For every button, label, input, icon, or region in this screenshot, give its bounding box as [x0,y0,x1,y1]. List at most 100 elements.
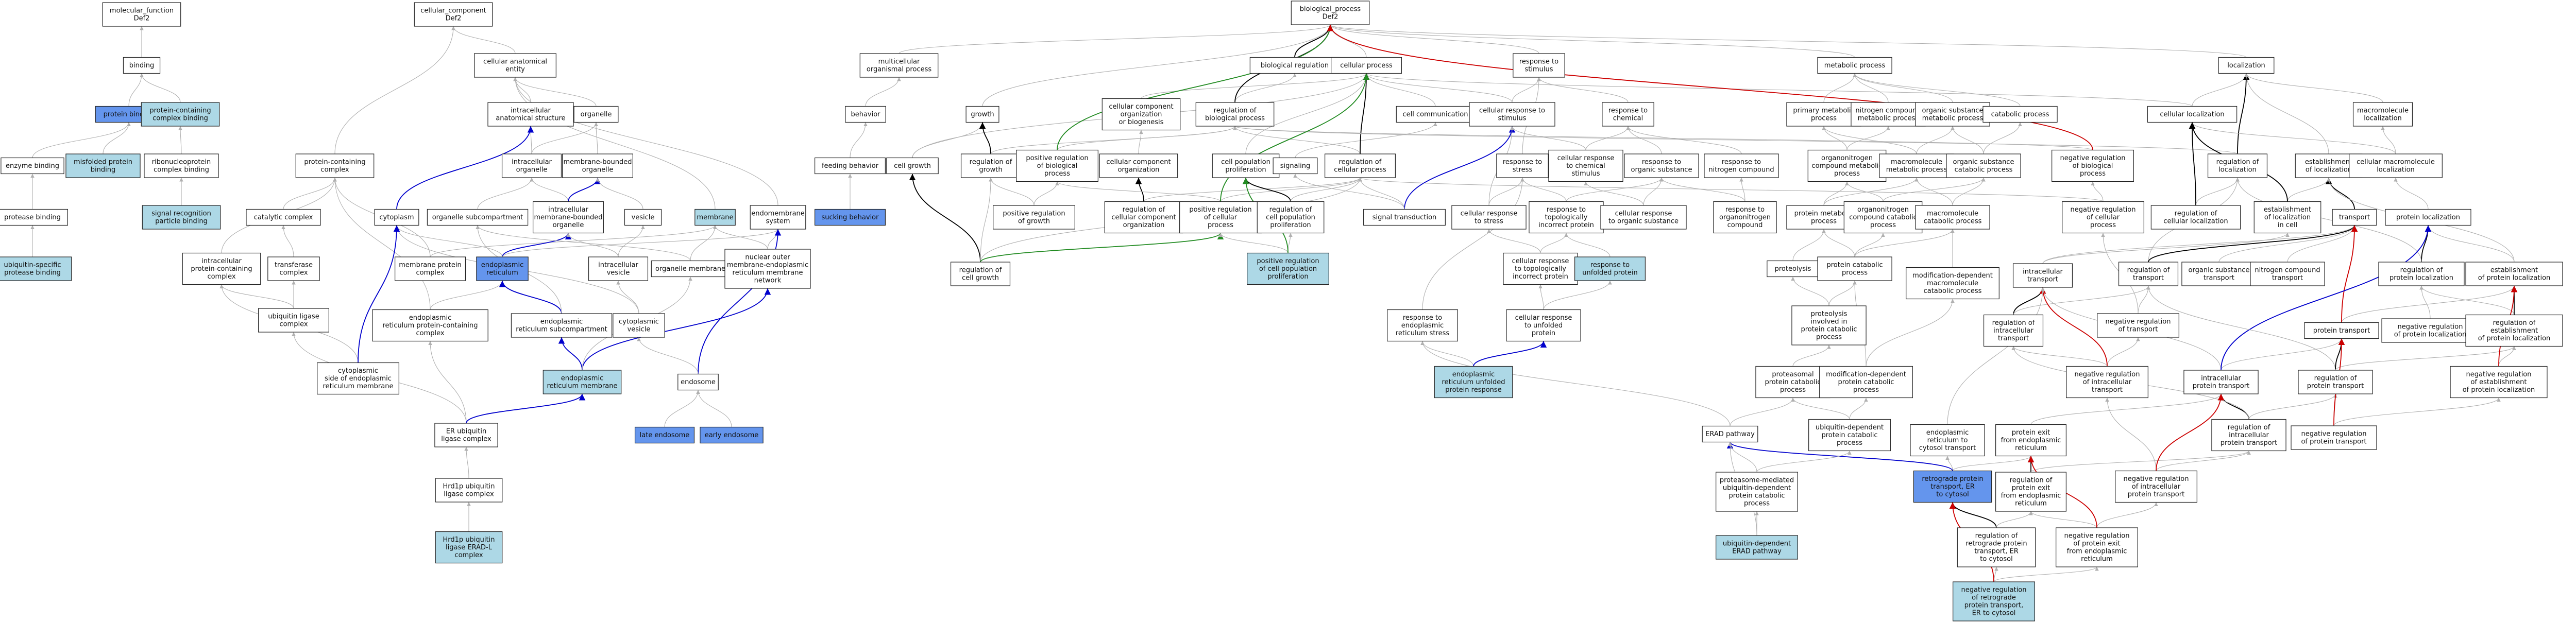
node-catp[interactable]: catabolic process [1982,106,2058,123]
node-erad[interactable]: ERAD pathway [1702,425,1758,443]
node-cp[interactable]: cellular process [1331,57,1402,74]
node-proteolysis[interactable]: proteolysis [1767,260,1819,278]
node-signaling[interactable]: signaling [1273,157,1318,175]
node-pmubq[interactable]: proteasome-mediatedubiquitin-dependentpr… [1716,472,1798,512]
node-binding[interactable]: binding [123,57,161,74]
node-behavior[interactable]: behavior [845,106,886,123]
node-earlyendo[interactable]: early endosome [700,426,764,444]
node-loc[interactable]: localization [2218,57,2275,74]
node-endosome[interactable]: endosome [677,373,719,391]
node-cytoplasm[interactable]: cytoplasm [374,209,419,226]
node-membrane[interactable]: membrane [694,209,736,226]
node-breg[interactable]: biological regulation [1249,57,1340,74]
node-orgmem[interactable]: organelle membrane [651,260,730,278]
node-enzb[interactable]: enzyme binding [1,157,64,175]
node-growth[interactable]: growth [965,106,999,123]
node-protbinding[interactable]: protease binding [0,209,69,226]
node-ccomm[interactable]: cell communication [1396,106,1475,123]
node-prottrans[interactable]: protein transport [2304,322,2379,339]
node-nuclear[interactable]: nuclear outermembrane-endoplasmicreticul… [724,249,811,289]
node-metp[interactable]: metabolic process [1817,57,1892,74]
node-feeding[interactable]: feeding behavior [814,157,886,175]
node-vesicle[interactable]: vesicle [624,209,662,226]
node-cloc[interactable]: cellular localization [2147,106,2238,123]
